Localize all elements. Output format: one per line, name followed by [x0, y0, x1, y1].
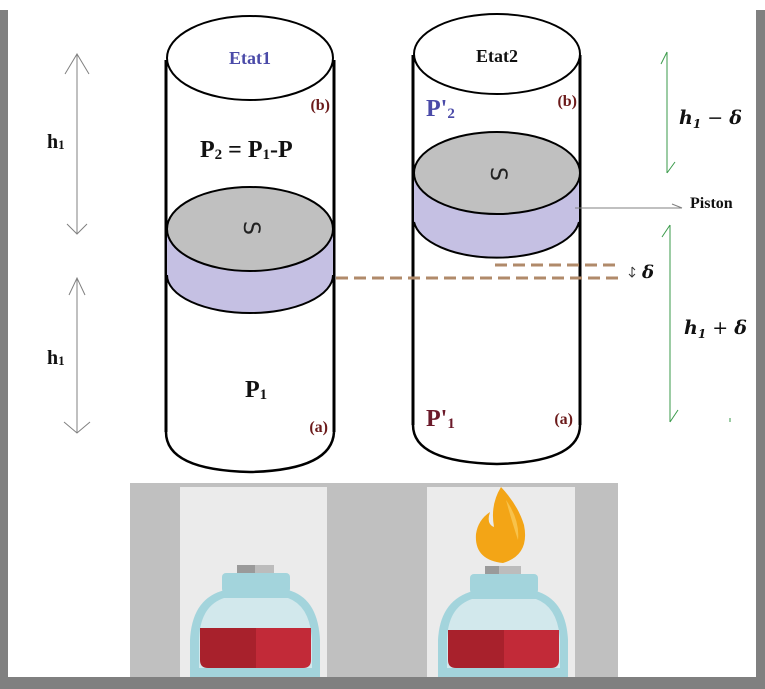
upper-height-arrow-tip-top	[660, 51, 668, 65]
lamp1-liquid-dark	[200, 628, 256, 668]
upper-h1-arrow-head-bottom	[66, 223, 88, 235]
upper-height-arrow-tip-bottom	[666, 161, 676, 174]
lamp2-neck	[470, 574, 538, 594]
state2-upper-pressure: P'2	[426, 96, 455, 122]
lower-height-label: h1 + δ	[684, 317, 747, 341]
piston2-top	[413, 131, 581, 215]
flame-icon	[475, 487, 526, 563]
frame-bottom	[0, 677, 765, 689]
lamp2-cap-right	[499, 566, 521, 576]
right-dimension-arrows	[660, 51, 731, 423]
delta-label: δ	[641, 262, 654, 283]
state2-label: Etat2	[476, 46, 518, 66]
lamp1-liquid-light	[256, 628, 311, 668]
state1-label: Etat1	[229, 48, 271, 68]
lower-h1-arrow-head-bottom	[63, 421, 91, 434]
lamp1-neck	[222, 573, 290, 593]
left-dimension-arrows	[63, 53, 91, 434]
state2-tag-a: (a)	[554, 411, 573, 428]
spirit-lamp-2	[378, 483, 618, 677]
lower-h1-arrow-head-top	[68, 276, 86, 296]
cylinder1-cap	[166, 15, 334, 101]
upper-height-label: h1 − δ	[679, 107, 742, 131]
piston1-bottom-edge	[166, 274, 334, 314]
piston1-surface-label: S	[238, 221, 263, 235]
spirit-lamp-1	[130, 483, 380, 677]
lower-height-arrow-tip-bottom	[669, 409, 679, 423]
piston1-top	[166, 186, 334, 272]
displacement-lines	[336, 263, 620, 280]
piston-label: Piston	[690, 195, 733, 212]
state1-tag-a: (a)	[309, 419, 328, 436]
state2-lower-pressure: P'1	[426, 406, 455, 432]
upper-h1-label: h1	[47, 131, 65, 153]
lamp1-cap-right	[255, 565, 274, 575]
cylinder1-bottom	[164, 431, 336, 474]
piston-pointer-tip	[671, 203, 683, 209]
state1-upper-pressure: P2 = P1-P	[200, 137, 293, 163]
cylinder-state2	[411, 13, 582, 466]
piston2-bottom-edge	[413, 221, 580, 259]
frame-right	[756, 10, 765, 689]
cylinder2-bottom	[411, 424, 582, 466]
lamp1-cap-left	[237, 565, 256, 575]
frame-left	[0, 10, 8, 689]
lower-height-arrow-tip-top	[661, 224, 671, 238]
lamp2-liquid-dark	[448, 630, 504, 668]
state1-tag-b: (b)	[310, 97, 330, 114]
lamp2-cap-left	[485, 566, 500, 576]
lamp2-liquid-light	[504, 630, 559, 668]
state1-lower-pressure: P1	[245, 377, 267, 403]
delta-marker-icon	[628, 266, 636, 278]
flame-highlight	[506, 500, 519, 540]
state2-tag-b: (b)	[557, 93, 577, 110]
upper-h1-arrow-head-top	[64, 53, 90, 75]
cylinder2-cap	[413, 13, 581, 95]
piston2-surface-label: S	[485, 167, 510, 181]
lower-h1-label: h1	[47, 347, 65, 369]
cylinder-state1	[164, 15, 336, 474]
